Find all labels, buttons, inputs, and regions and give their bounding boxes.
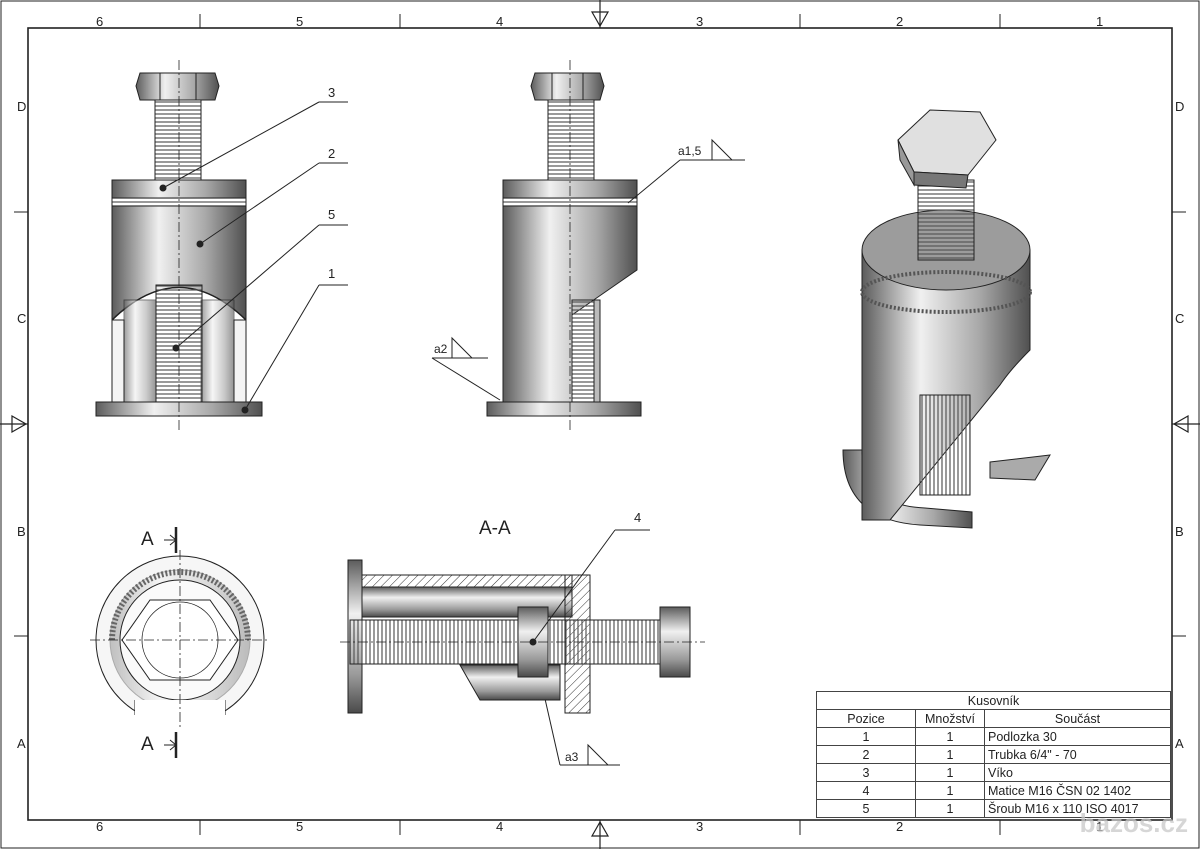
leader-lines — [159, 101, 348, 414]
zone-col-3-top: 3 — [696, 14, 704, 29]
zone-col-1-top: 1 — [1096, 14, 1104, 29]
front-view — [95, 60, 263, 432]
watermark-logo: bazos.cz — [1079, 808, 1188, 838]
cell-position: 5 — [816, 799, 916, 818]
weld-label-a2: a2 — [434, 342, 448, 356]
table-header-row: Pozice Množství Součást — [816, 709, 1171, 728]
zone-col-5-top: 5 — [296, 14, 304, 29]
isometric-view — [842, 109, 1051, 529]
cell-quantity: 1 — [915, 745, 985, 764]
cell-position: 2 — [816, 745, 916, 764]
zone-row-a-left: A — [17, 736, 26, 751]
cell-part: Matice M16 ČSN 02 1402 — [984, 781, 1171, 800]
cell-quantity: 1 — [915, 781, 985, 800]
zone-col-3-bottom: 3 — [696, 819, 704, 834]
section-title: A-A — [479, 518, 511, 539]
cell-position: 3 — [816, 763, 916, 782]
col-header-position: Pozice — [816, 709, 916, 728]
zone-col-2-bottom: 2 — [896, 819, 904, 834]
zone-col-4-top: 4 — [496, 14, 504, 29]
zone-row-a-right: A — [1175, 736, 1184, 751]
zone-row-c-left: C — [17, 311, 27, 326]
cell-quantity: 1 — [915, 727, 985, 746]
cell-part: Trubka 6/4" - 70 — [984, 745, 1171, 764]
zone-col-6-bottom: 6 — [96, 819, 104, 834]
cell-part: Podlozka 30 — [984, 727, 1171, 746]
zone-col-1-bottom: 1 — [1096, 819, 1104, 834]
cell-quantity: 1 — [915, 799, 985, 818]
zone-col-2-top: 2 — [896, 14, 904, 29]
zone-row-c-right: C — [1175, 311, 1185, 326]
cell-position: 1 — [816, 727, 916, 746]
zone-col-5-bottom: 5 — [296, 819, 304, 834]
top-view — [90, 527, 270, 758]
cell-part: Víko — [984, 763, 1171, 782]
zone-row-b-right: B — [1175, 524, 1184, 539]
zone-row-b-left: B — [17, 524, 26, 539]
parts-list-title: Kusovník — [816, 691, 1171, 710]
weld-label-a15: a1,5 — [678, 144, 702, 158]
cell-quantity: 1 — [915, 763, 985, 782]
zone-col-6-top: 6 — [96, 14, 104, 29]
cut-marker-top: A — [141, 529, 154, 550]
cell-part: Šroub M16 x 110 ISO 4017 — [984, 799, 1171, 818]
cut-marker-bottom: A — [141, 734, 154, 755]
balloon-1: 1 — [328, 266, 336, 281]
balloon-3: 3 — [328, 85, 336, 100]
col-header-quantity: Množství — [915, 709, 985, 728]
zone-row-d-left: D — [17, 99, 27, 114]
section-view — [340, 529, 705, 714]
side-view — [486, 60, 642, 430]
zone-col-4-bottom: 4 — [496, 819, 504, 834]
col-header-part: Součást — [984, 709, 1171, 728]
balloon-5: 5 — [328, 207, 336, 222]
cell-position: 4 — [816, 781, 916, 800]
balloon-4: 4 — [634, 510, 642, 525]
weld-symbols — [431, 138, 745, 766]
weld-label-a3: a3 — [565, 750, 579, 764]
zone-row-d-right: D — [1175, 99, 1185, 114]
balloon-2: 2 — [328, 146, 336, 161]
